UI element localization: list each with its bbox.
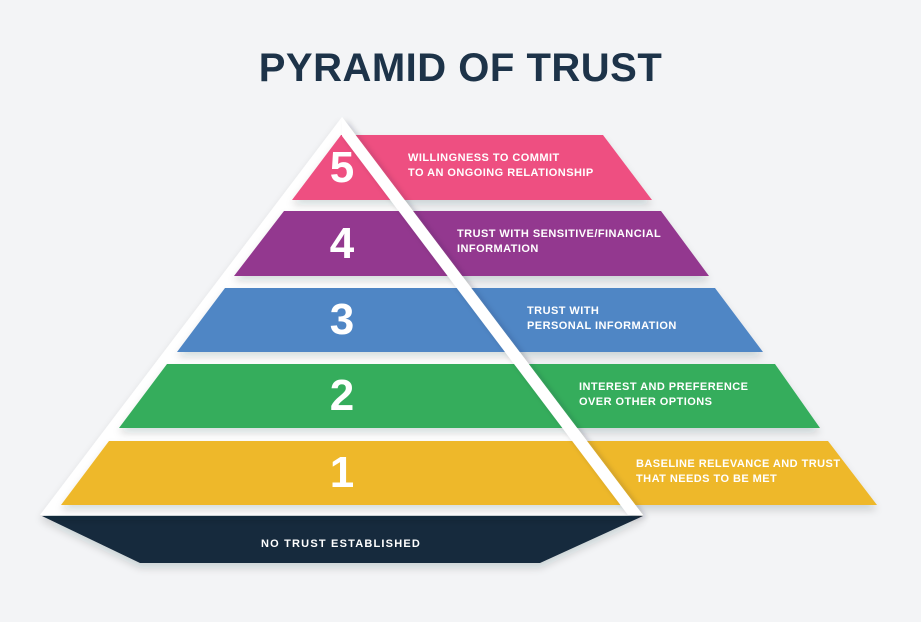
level-5-label: WILLINGNESS TO COMMIT TO AN ONGOING RELA…: [408, 151, 594, 181]
level-1-band: [61, 441, 877, 505]
level-2-label-line1: INTEREST AND PREFERENCE: [579, 381, 749, 393]
level-5-label-line2: TO AN ONGOING RELATIONSHIP: [408, 167, 594, 179]
base-foundation-label: NO TRUST ESTABLISHED: [260, 538, 422, 550]
level-4-band: [234, 211, 709, 276]
level-2-band: [119, 364, 820, 428]
level-3-band: [177, 288, 763, 352]
base-foundation-shape: [42, 516, 643, 563]
level-2-number: 2: [329, 371, 355, 420]
level-4-label: TRUST WITH SENSITIVE/FINANCIAL INFORMATI…: [457, 227, 661, 257]
level-3-label-line2: PERSONAL INFORMATION: [527, 320, 677, 332]
level-1-label-line2: THAT NEEDS TO BE MET: [636, 473, 778, 485]
level-4-label-line2: INFORMATION: [457, 243, 539, 255]
level-3-number: 3: [329, 295, 355, 344]
level-2-label: INTEREST AND PREFERENCE OVER OTHER OPTIO…: [579, 380, 748, 410]
level-4-number: 4: [329, 218, 355, 268]
page-title: PYRAMID OF TRUST: [258, 46, 663, 90]
level-5-number: 5: [329, 142, 355, 192]
level-1-label-line1: BASELINE RELEVANCE AND TRUST: [636, 458, 841, 470]
level-1-number: 1: [329, 448, 355, 497]
level-1-label: BASELINE RELEVANCE AND TRUST THAT NEEDS …: [636, 457, 841, 487]
level-5-label-line1: WILLINGNESS TO COMMIT: [408, 152, 560, 164]
pyramid-right-edge-stripe: [342, 117, 643, 515]
level-3-label: TRUST WITH PERSONAL INFORMATION: [527, 304, 677, 334]
level-2-label-line2: OVER OTHER OPTIONS: [579, 396, 713, 408]
level-4-label-line1: TRUST WITH SENSITIVE/FINANCIAL: [457, 228, 662, 240]
level-3-label-line1: TRUST WITH: [527, 305, 600, 317]
